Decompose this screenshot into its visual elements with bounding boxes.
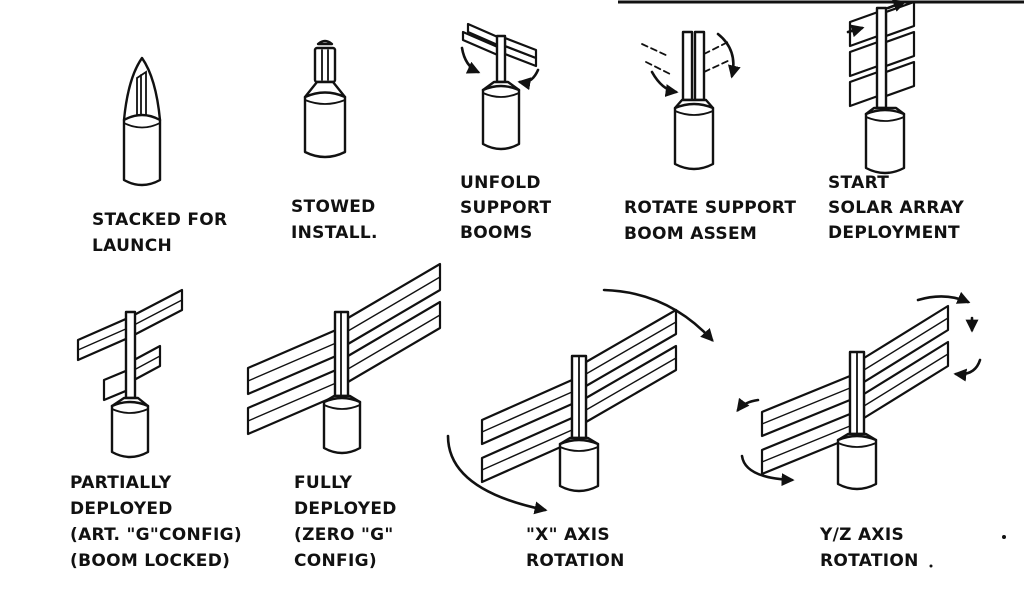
stage-partially-deployed-figure [76,288,184,459]
label-x-axis-rotation: "X" AXIS ROTATION [526,525,625,571]
label-stowed-install: STOWED INSTALL. [291,197,382,243]
stage-unfold-support-booms-figure [460,22,540,151]
label-rotate-support-boom-assem: ROTATE SUPPORT BOOM ASSEM [624,198,803,244]
label-fully-deployed: FULLY DEPLOYED (ZERO "G" CONFIG) [294,473,403,571]
label-yz-axis-rotation: Y/Z AXIS ROTATION [819,525,919,571]
label-unfold-support-booms: UNFOLD SUPPORT BOOMS [460,173,558,243]
stage-yz-axis-rotation-figure [736,291,1006,568]
stage-x-axis-rotation-figure [446,288,714,515]
stage-fully-deployed-figure [246,262,442,455]
stage-stacked-for-launch-figure [122,56,162,187]
stage-stowed-install-figure [303,39,347,159]
label-partially-deployed: PARTIALLY DEPLOYED (ART. "G"CONFIG) (BOO… [70,473,248,571]
stage-rotate-support-boom-figure [641,30,741,171]
stage-start-solar-array-deployment-figure [846,0,916,175]
label-start-solar-array-deployment: START SOLAR ARRAY DEPLOYMENT [828,173,970,243]
label-stacked-for-launch: STACKED FOR LAUNCH [92,210,234,256]
